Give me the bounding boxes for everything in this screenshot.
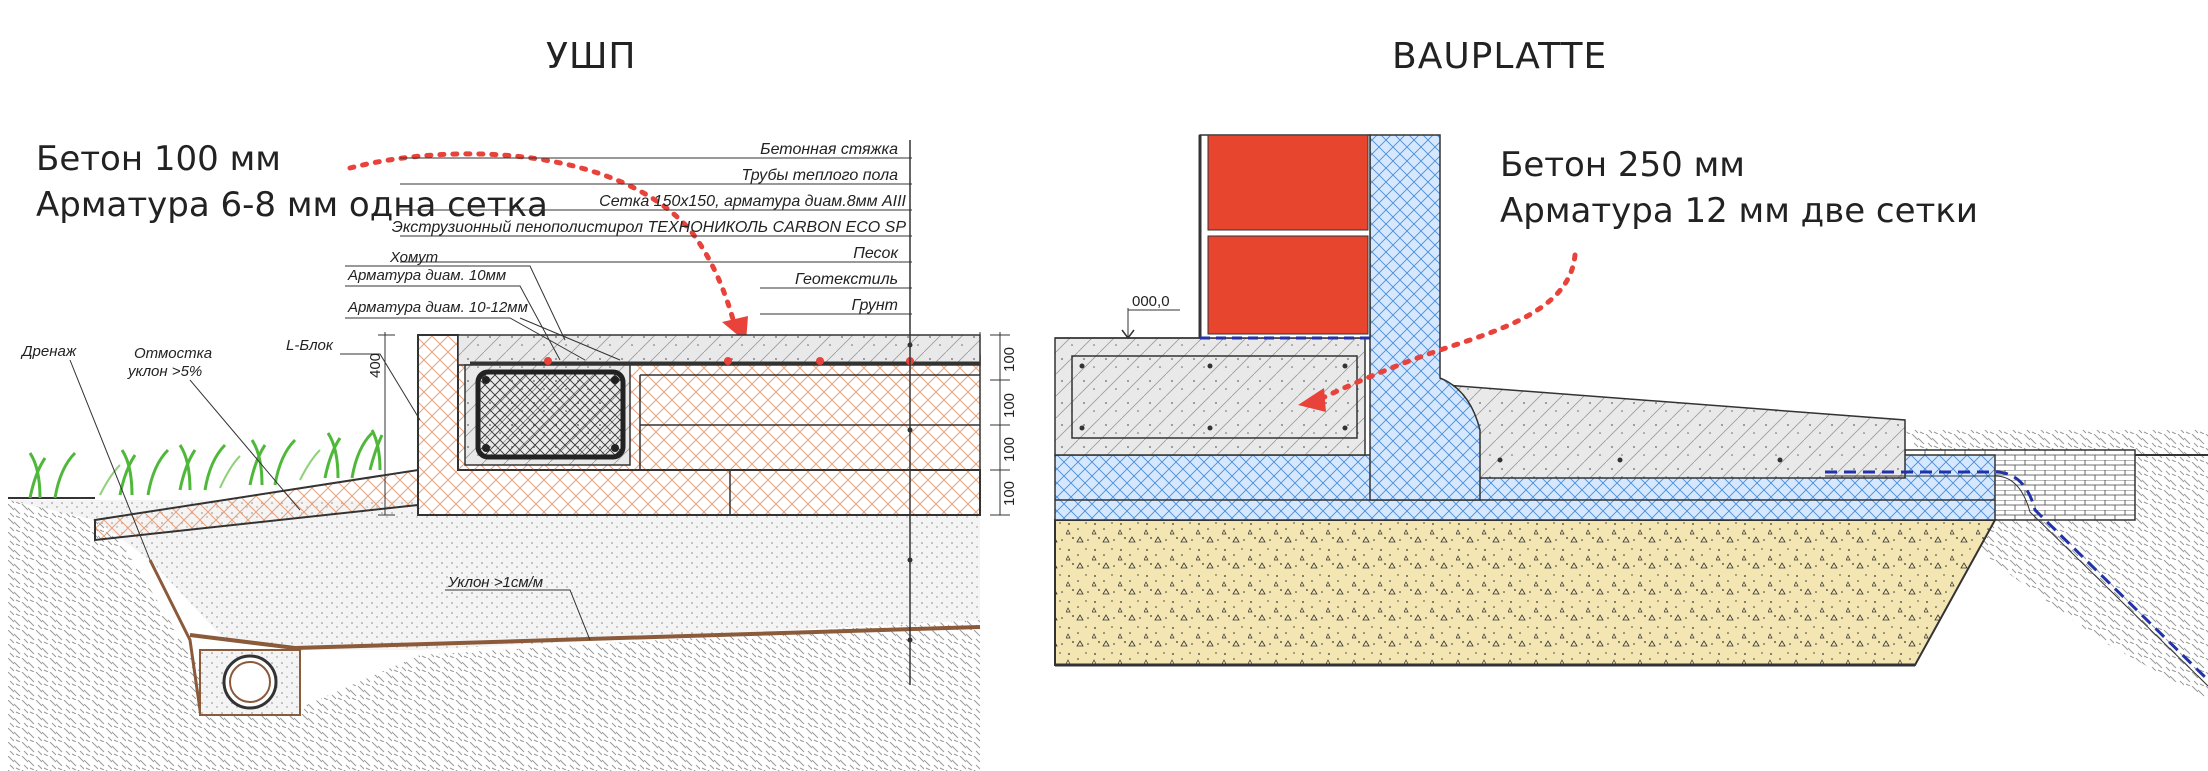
- note-slope: уклон >5%: [127, 363, 202, 380]
- note-drain: Дренаж: [20, 343, 77, 360]
- layer-label-4: Песок: [853, 245, 899, 262]
- wall-insulation: [1369, 134, 1481, 501]
- left-sand-bed: [8, 500, 980, 650]
- outer-slab: [1444, 384, 1906, 479]
- dimension-chain: 400 100 100 100 100: [367, 332, 1018, 516]
- grass-icon: [28, 429, 384, 499]
- left-callout-arrow: [347, 151, 739, 333]
- dim-2: 100: [1001, 393, 1018, 418]
- note-arm1012: Арматура диам. 10-12мм: [347, 299, 528, 316]
- drain-membrane: [1825, 470, 2208, 682]
- left-title: УШП: [546, 36, 637, 77]
- brick-lower: [1207, 235, 1369, 335]
- left-callout-line1: Бетон 100 мм: [36, 139, 281, 179]
- layer-label-0: Бетонная стяжка: [760, 141, 898, 158]
- layer-legend: Бетонная стяжка Трубы теплого пола Сетка…: [392, 141, 912, 315]
- layer-label-1: Трубы теплого пола: [742, 167, 899, 184]
- dim-4: 100: [1001, 481, 1018, 506]
- left-concrete-slab: [457, 334, 981, 366]
- dim-height: 400: [367, 353, 384, 378]
- note-lblock: L-Блок: [286, 337, 334, 354]
- note-bottom-slope: Уклон >1см/м: [447, 574, 543, 591]
- note-khomut: Хомут: [389, 249, 438, 266]
- dim-3: 100: [1001, 437, 1018, 462]
- sand-base: [1054, 519, 1997, 666]
- brick-upper: [1207, 134, 1369, 231]
- dim-1: 100: [1001, 347, 1018, 372]
- note-otmostka: Отмостка: [134, 345, 212, 362]
- note-arm10: Арматура диам. 10мм: [347, 267, 506, 284]
- layer-label-3: Экструзионный пенополистирол ТЕХНОНИКОЛЬ…: [392, 219, 907, 236]
- right-callout-arrow: [1315, 252, 1578, 403]
- right-callout-line1: Бетон 250 мм: [1500, 145, 1745, 185]
- layer-label-6: Грунт: [852, 297, 899, 314]
- left-callout-line2: Арматура 6-8 мм одна сетка: [36, 185, 548, 225]
- left-soil: [8, 500, 980, 771]
- right-arrowhead: [1298, 388, 1326, 412]
- right-callout-line2: Арматура 12 мм две сетки: [1500, 191, 1978, 231]
- layer-label-5: Геотекстиль: [795, 271, 898, 288]
- right-title: BAUPLATTE: [1392, 36, 1607, 77]
- left-geotextile: [189, 625, 981, 651]
- stirrup: [475, 369, 626, 460]
- level-mark: 000,0: [1132, 293, 1170, 310]
- layer-label-2: Сетка 150х150, арматура диам.8мм АIII: [599, 193, 906, 210]
